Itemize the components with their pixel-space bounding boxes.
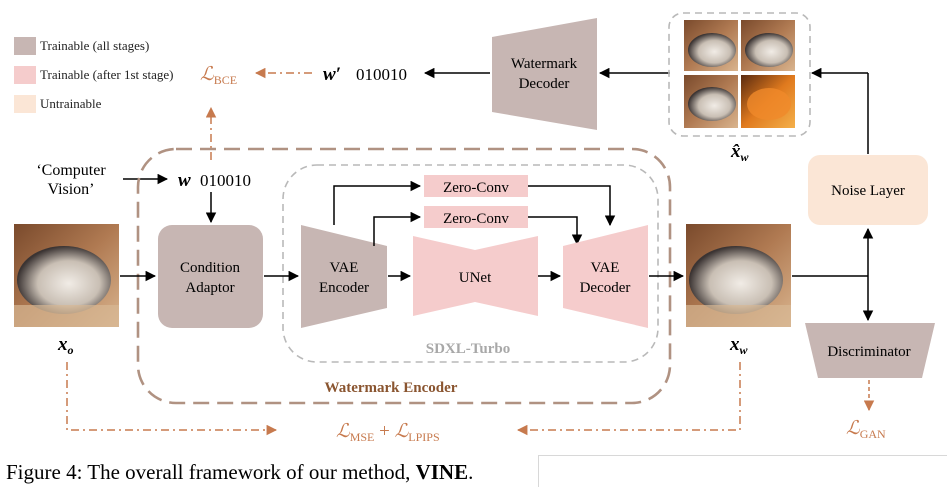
vae-encoder xyxy=(301,225,387,328)
unet-cut-top xyxy=(413,236,538,250)
watermark-decoder-label-1: Watermark xyxy=(511,56,578,72)
legend-untrainable: Untrainable xyxy=(40,96,102,111)
vae-decoder-label-2: Decoder xyxy=(580,280,631,296)
vae-encoder-label-2: Encoder xyxy=(319,280,369,296)
zero-conv-lower-label: Zero-Conv xyxy=(443,211,509,227)
vae-encoder-label-1: VAE xyxy=(330,260,359,276)
legend: Trainable (all stages) Trainable (after … xyxy=(14,37,173,113)
watermark-encoder-label: Watermark Encoder xyxy=(325,380,458,396)
w-bits: 010010 xyxy=(200,171,251,190)
vae-decoder xyxy=(563,225,648,328)
watermark-decoder-label-2: Decoder xyxy=(519,76,570,92)
computer-vision-line-2: Vision’ xyxy=(47,181,94,198)
unet-fill xyxy=(413,236,538,316)
sdxl-turbo-frame xyxy=(282,164,659,363)
x-w-label: xw xyxy=(729,334,749,357)
watermarked-image-table xyxy=(686,305,791,327)
xw-to-loss-arrow xyxy=(516,362,741,436)
aug-image-2-cat xyxy=(745,33,793,67)
input-image-table xyxy=(14,305,119,327)
figure-caption: Figure 4: The overall framework of our m… xyxy=(6,460,473,485)
zeroconv-upper-to-decoder xyxy=(528,185,616,227)
watermarked-image-cat xyxy=(689,246,783,314)
loss-gan: ℒGAN xyxy=(846,418,886,441)
caption-box xyxy=(538,455,947,487)
vae-decoder-label-1: VAE xyxy=(591,260,620,276)
condition-adaptor-label-2: Adaptor xyxy=(185,280,234,296)
legend-swatch-trainable-all xyxy=(14,37,36,55)
w-prime-bits: 010010 xyxy=(356,65,407,84)
unet-label: UNet xyxy=(459,270,492,286)
aug-image-4-cat xyxy=(747,88,791,120)
loss-bce: ℒBCE xyxy=(200,64,237,87)
x-o-label: xo xyxy=(57,334,74,357)
noise-layer xyxy=(808,155,928,225)
augmented-images-frame xyxy=(668,12,811,137)
legend-swatch-untrainable xyxy=(14,95,36,113)
zeroconv-lower-to-decoder xyxy=(528,216,583,246)
computer-vision-line-1: ‘Computer xyxy=(36,162,106,179)
watermark-decoder xyxy=(492,18,597,130)
caption-method-name: VINE xyxy=(415,460,469,484)
discriminator-label: Discriminator xyxy=(827,344,910,360)
caption-suffix: . xyxy=(468,460,474,484)
legend-swatch-trainable-after xyxy=(14,66,36,84)
aug-image-3-cat xyxy=(688,87,736,121)
zero-conv-lower xyxy=(424,206,528,228)
unet-cut-bottom xyxy=(413,302,538,316)
condition-adaptor xyxy=(158,225,263,328)
skip-line-upper xyxy=(333,180,422,225)
aug-image-1-cat xyxy=(688,33,736,67)
xo-to-loss-arrow xyxy=(66,362,278,436)
x-hat-w-label: x̂w xyxy=(730,141,750,164)
loss-mse-lpips: ℒMSE + ℒLPIPS xyxy=(336,421,440,444)
legend-trainable-all: Trainable (all stages) xyxy=(40,38,149,53)
caption-prefix: Figure 4: The overall framework of our m… xyxy=(6,460,416,484)
w-prime: w′ xyxy=(323,64,341,85)
discriminator xyxy=(805,323,935,378)
w-label: w xyxy=(178,170,191,191)
noise-layer-label: Noise Layer xyxy=(831,183,905,199)
legend-trainable-after: Trainable (after 1st stage) xyxy=(40,67,173,82)
augmented-images xyxy=(684,20,795,128)
zero-conv-upper-label: Zero-Conv xyxy=(443,180,509,196)
sdxl-turbo-label: SDXL-Turbo xyxy=(426,341,510,357)
zero-conv-upper xyxy=(424,175,528,197)
input-image-cat xyxy=(17,246,111,314)
skip-line-lower xyxy=(373,211,422,246)
condition-adaptor-label-1: Condition xyxy=(180,260,241,276)
